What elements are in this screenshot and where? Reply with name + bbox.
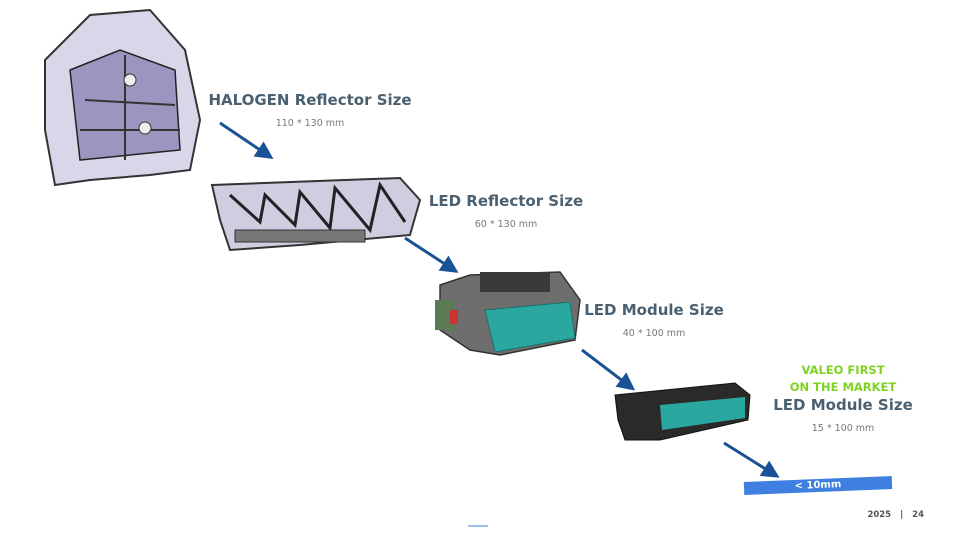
footer: 2025 | 24 [867,510,924,520]
arrow-4 [723,441,780,478]
compact-module-title: LED Module Size [773,396,913,414]
compact-module-dimension: 15 * 100 mm [811,423,875,434]
led-module-image [435,271,581,356]
led-module-title: LED Module Size [584,301,724,319]
footer-separator: | [900,510,904,520]
arrow-2 [404,236,459,273]
halogen-title: HALOGEN Reflector Size [208,91,412,109]
highlight-line-2: ON THE MARKET [789,380,897,394]
arrow-1 [219,121,274,160]
arrow-3 [581,348,636,391]
highlight-line-1: VALEO FIRST [801,363,885,377]
page-number: 24 [912,510,924,520]
led-reflector-dimension: 60 * 130 mm [474,219,538,230]
led-module-dimension: 40 * 100 mm [622,328,686,339]
halogen-reflector-image [44,8,202,187]
led-reflector-image [210,176,422,252]
compact-led-module-image [614,382,751,441]
footer-year: 2025 [867,510,892,520]
led-reflector-title: LED Reflector Size [428,192,584,210]
halogen-dimension: 110 * 130 mm [275,118,345,129]
